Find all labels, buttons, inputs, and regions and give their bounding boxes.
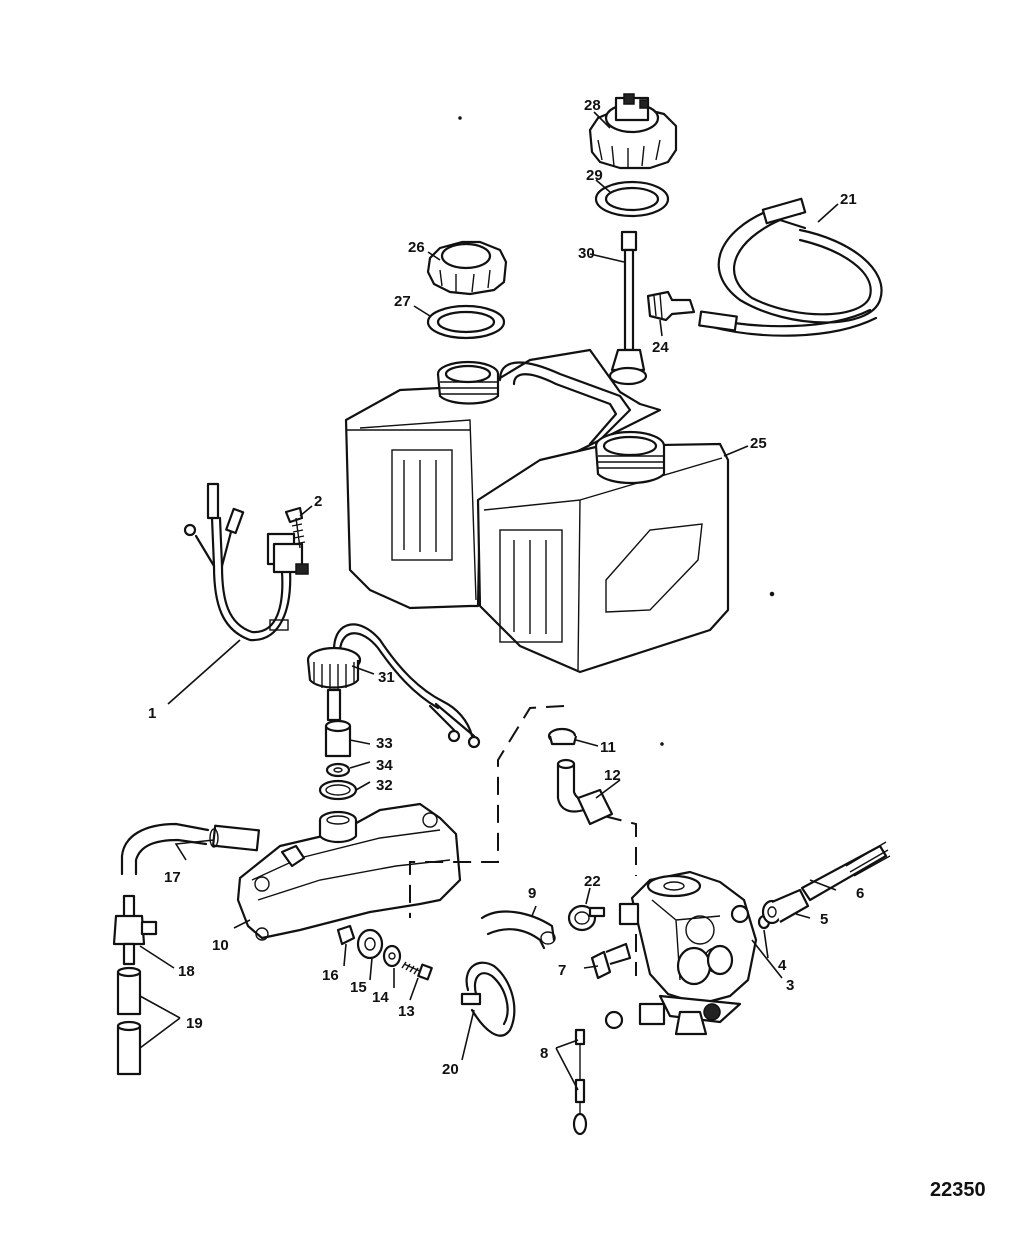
callout-16: 16 <box>322 967 339 984</box>
part-13-screw <box>401 961 433 981</box>
part-12-elbow-hose <box>556 758 614 826</box>
part-19-hose-pieces <box>116 966 142 1076</box>
part-31-level-sensor <box>306 623 481 749</box>
callout-8: 8 <box>540 1045 548 1062</box>
part-8-link-rod <box>572 1028 588 1136</box>
callout-18: 18 <box>178 963 195 980</box>
callout-25: 25 <box>750 435 767 452</box>
callout-21: 21 <box>840 191 857 208</box>
callout-11: 11 <box>600 739 616 756</box>
callout-33: 33 <box>376 735 393 752</box>
part-5-adapter <box>761 888 810 925</box>
part-21-coiled-hose <box>698 197 883 337</box>
callout-29: 29 <box>586 167 603 184</box>
part-18-tee-fitting <box>112 894 158 966</box>
callout-1: 1 <box>148 705 156 722</box>
stray-dot <box>660 742 664 746</box>
part-2-screw <box>284 506 306 549</box>
part-1-wiring-harness <box>183 482 309 642</box>
callout-26: 26 <box>408 239 425 256</box>
callout-9: 9 <box>528 885 536 902</box>
callout-5: 5 <box>820 911 828 928</box>
stray-dot <box>458 116 462 120</box>
callout-34: 34 <box>376 757 393 774</box>
part-27-gasket <box>426 304 506 340</box>
part-24-fitting <box>646 290 696 322</box>
part-34-washer <box>325 762 351 778</box>
callout-4: 4 <box>778 957 787 974</box>
callout-30: 30 <box>578 245 595 262</box>
callout-17: 17 <box>164 869 181 886</box>
part-15-grommet <box>356 928 384 960</box>
callout-15: 15 <box>350 979 367 996</box>
callout-14: 14 <box>372 989 389 1006</box>
part-16-plug <box>336 924 356 946</box>
part-3-oil-pump <box>604 870 758 1036</box>
part-7-bolt <box>590 942 632 980</box>
part-25-oil-tank <box>344 348 730 674</box>
callout-19: 19 <box>186 1015 203 1032</box>
callout-13: 13 <box>398 1003 415 1020</box>
callout-10: 10 <box>212 937 229 954</box>
stray-dot <box>769 591 775 597</box>
part-17-hose <box>120 822 261 876</box>
callout-32: 32 <box>376 777 393 794</box>
callout-7: 7 <box>558 962 566 979</box>
part-20-strap-clamp <box>460 961 516 1037</box>
part-32-o-ring <box>318 779 358 801</box>
callout-3: 3 <box>786 977 794 994</box>
callout-31: 31 <box>378 669 395 686</box>
part-9-hose <box>480 910 556 950</box>
callout-27: 27 <box>394 293 411 310</box>
part-28-cap-with-fittings <box>588 93 678 170</box>
part-11-clamp <box>547 727 578 746</box>
part-10-reservoir <box>236 802 462 941</box>
part-26-cap <box>426 240 508 296</box>
part-33-spacer <box>324 719 352 758</box>
callout-22: 22 <box>584 873 601 890</box>
part-14-washer <box>382 944 402 968</box>
part-22-clamp <box>567 904 606 932</box>
callout-20: 20 <box>442 1061 459 1078</box>
part-29-gasket <box>594 180 670 218</box>
part-6-shaft <box>800 841 891 902</box>
callout-28: 28 <box>584 97 601 114</box>
callout-labels: 28 29 21 30 26 27 24 25 2 1 31 33 34 32 … <box>148 97 864 1078</box>
callout-2: 2 <box>314 493 322 510</box>
callout-24: 24 <box>652 339 669 356</box>
part-30-pickup-tube <box>608 230 648 386</box>
leader-lines <box>139 111 839 1091</box>
callout-6: 6 <box>856 885 864 902</box>
drawing-reference-number: 22350 <box>930 1179 986 1201</box>
callout-12: 12 <box>604 767 621 784</box>
